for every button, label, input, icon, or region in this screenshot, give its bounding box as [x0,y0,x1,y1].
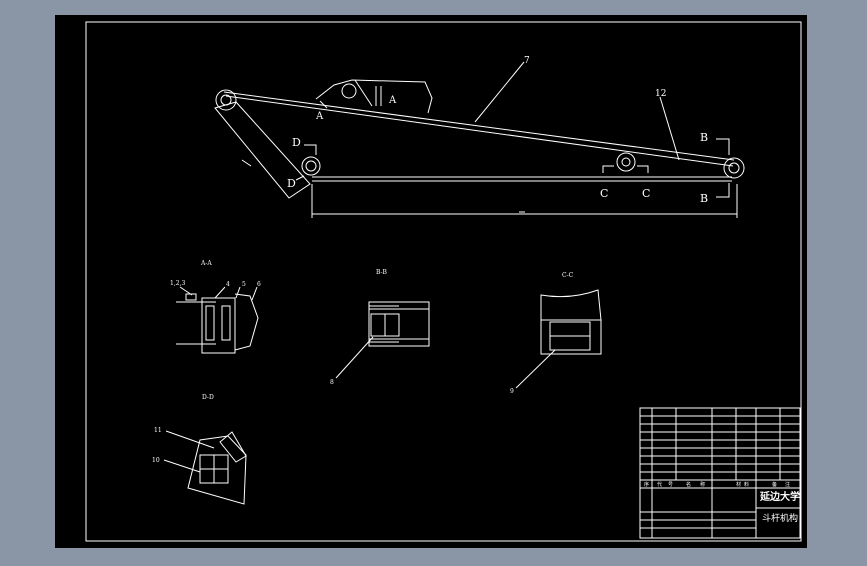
view-c-c: C-C 9 [510,272,602,395]
label-section-d-top: D [292,136,301,149]
aa-body [201,297,236,354]
title-block-frame [639,407,801,539]
dd-leader-11 [165,430,215,449]
bracket-rib [354,79,373,107]
cylinder-mark [241,159,252,167]
dd-leader-10 [163,459,201,473]
label-part-7: 7 [524,56,530,66]
pin-bracket [341,83,357,99]
aa-label-123: 1,2,3 [170,280,185,287]
pin-mid-outer [616,152,636,172]
view-c-c-title: C-C [562,272,574,279]
section-d-top-arrow [304,144,317,155]
aa-slot-2 [221,305,231,341]
section-b-top-arrow [716,138,730,155]
drawing-border [85,21,802,542]
pin-d-outer [301,156,321,176]
pin-mid-inner [621,157,631,167]
label-section-a-right: A [388,95,397,106]
tb-header-0: 序 [644,481,649,488]
aa-leader-4 [214,286,226,299]
bb-label-8: 8 [330,379,334,386]
view-a-a-title: A-A [200,260,212,267]
tb-header-5: 材 [736,481,741,488]
upper-link-line [223,91,735,161]
sheet-background [55,15,807,548]
view-d-d: D-D 11 10 [152,394,247,505]
pin-right-inner [728,162,740,174]
cc-leader-9 [515,349,556,389]
section-c-right-arrow [637,165,649,173]
cc-outline [540,289,602,355]
pin-right-outer [723,157,745,179]
aa-slot-1 [205,305,215,341]
tb-header-1: 代 [657,481,662,488]
section-c-left-arrow [602,165,614,173]
title-university: 延边大学 [759,490,800,503]
aa-label-6: 6 [257,281,261,288]
leader-12 [659,96,680,161]
tb-header-7: 备 [772,481,777,488]
label-section-c-right: C [642,187,650,200]
label-section-b-bottom: B [700,192,708,205]
bracket-outline [315,79,433,114]
dd-tip [219,431,247,463]
dd-label-10: 10 [152,457,160,464]
pin-d-inner [305,160,317,172]
title-drawing-name: 斗杆机构 [762,512,798,524]
tb-header-cells: 序 代 号 名 称 材 料 备 注 [644,481,790,488]
tb-header-8: 注 [785,481,790,488]
bb-outer [368,301,430,347]
label-section-a-left: A [315,111,324,122]
title-block-rows [640,415,800,473]
aa-label-4: 4 [226,281,230,288]
angled-cylinder [214,101,311,199]
dd-outline [187,435,247,505]
leader-7 [474,61,525,123]
cc-label-9: 9 [510,388,514,395]
section-d-bottom-arrow [295,175,305,181]
aa-leader-5 [235,286,241,299]
view-a-a: A-A 1,2,3 4 5 6 [170,260,261,354]
tb-header-3: 名 [686,481,691,488]
label-section-b-top: B [700,131,708,144]
title-block: 序 代 号 名 称 材 料 备 注 延边大学 斗杆机构 [639,407,801,539]
section-b-bottom-arrow [716,183,730,198]
dd-label-11: 11 [154,427,162,434]
label-part-12: 12 [655,89,666,99]
label-section-c-left: C [600,187,608,200]
tb-header-6: 料 [744,481,749,488]
aa-leader-6 [251,286,258,301]
tb-header-2: 号 [668,482,673,488]
view-b-b: B-B 8 [330,269,430,386]
label-section-d-bottom: D [287,177,296,190]
view-b-b-title: B-B [376,269,388,276]
aa-leader-123 [179,286,193,296]
aa-label-5: 5 [242,281,246,288]
upper-link-line-2 [225,95,734,167]
section-a-arrow-left [319,100,328,109]
tb-header-4: 称 [700,481,705,488]
aa-side [234,293,259,351]
bb-leader-8 [335,336,374,379]
pin-left-outer [215,89,237,111]
view-d-d-title: D-D [202,394,214,401]
arm-assembly: 7 12 A A B B C C D D [214,56,745,218]
